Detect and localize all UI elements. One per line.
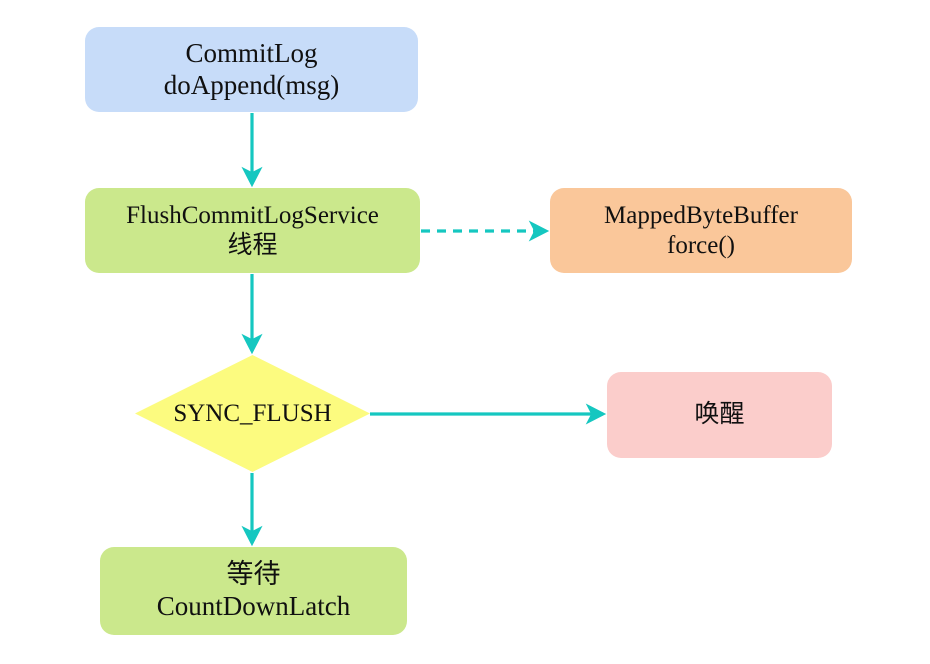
diamond-shape	[135, 355, 370, 472]
node-commitlog-label: CommitLog doAppend(msg)	[163, 37, 340, 100]
node-await-countdownlatch-label: 等待 CountDownLatch	[156, 559, 351, 621]
node-wakeup-label: 唤醒	[694, 401, 745, 429]
node-flush-commit-log-service[interactable]: FlushCommitLogService 线程	[85, 188, 420, 273]
node-sync-flush-label: SYNC_FLUSH	[173, 399, 332, 427]
node-await-countdownlatch[interactable]: 等待 CountDownLatch	[100, 547, 407, 635]
node-flush-commit-log-service-label: FlushCommitLogService 线程	[126, 202, 379, 259]
node-wakeup[interactable]: 唤醒	[607, 372, 832, 458]
node-mapped-byte-buffer[interactable]: MappedByteBuffer force()	[550, 188, 852, 273]
node-sync-flush[interactable]: SYNC_FLUSH	[135, 355, 370, 472]
node-mapped-byte-buffer-label: MappedByteBuffer force()	[604, 202, 798, 259]
node-commitlog[interactable]: CommitLog doAppend(msg)	[85, 27, 418, 112]
